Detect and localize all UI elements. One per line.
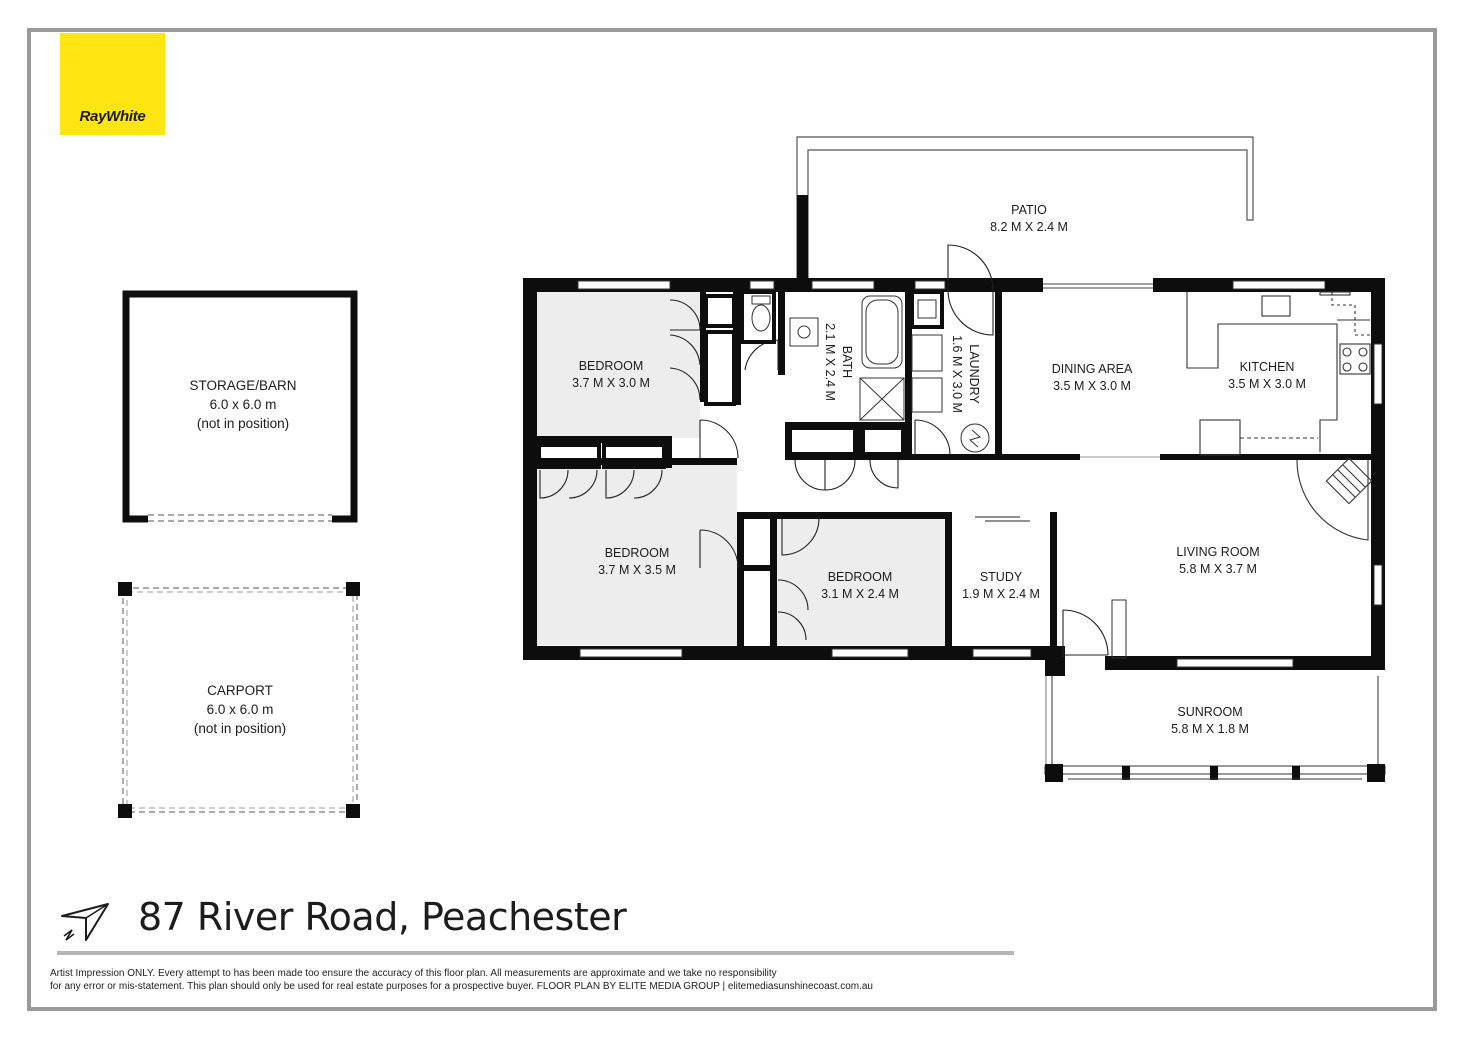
room-name-bedroom2: BEDROOM — [605, 546, 670, 560]
sunroom-structure — [1044, 676, 1386, 782]
title-underline — [57, 951, 1014, 955]
room-size-bath: 2.1 M X 2.4 M — [823, 323, 837, 401]
kitchen-fixtures — [1186, 291, 1371, 456]
room-size-sunroom: 5.8 M X 1.8 M — [1171, 722, 1249, 736]
room-size-dining: 3.5 M X 3.0 M — [1053, 379, 1131, 393]
room-size-carport: 6.0 x 6.0 m — [207, 702, 274, 717]
room-size-laundry: 1.6 M X 3.0 M — [950, 335, 964, 413]
north-arrow-icon — [61, 903, 109, 941]
disclaimer: Artist Impression ONLY. Every attempt to… — [50, 968, 980, 993]
room-name-bedroom1: BEDROOM — [579, 359, 644, 373]
doors — [539, 244, 1109, 657]
windows — [577, 280, 1383, 668]
room-name-living: LIVING ROOM — [1176, 545, 1259, 559]
shaded-floors — [537, 290, 945, 645]
fireplace — [1296, 457, 1373, 541]
room-name-patio: PATIO — [1011, 203, 1047, 217]
room-name-study: STUDY — [980, 570, 1023, 584]
room-name-storage: STORAGE/BARN — [189, 378, 296, 393]
carport-outline — [118, 582, 360, 818]
living-partition — [1111, 599, 1127, 659]
room-size-bedroom3: 3.1 M X 2.4 M — [821, 587, 899, 601]
room-name-sunroom: SUNROOM — [1177, 705, 1242, 719]
house-walls — [523, 278, 1385, 676]
room-size-bedroom1: 3.7 M X 3.0 M — [572, 376, 650, 390]
room-size-living: 5.8 M X 3.7 M — [1179, 562, 1257, 576]
room-name-kitchen: KITCHEN — [1240, 360, 1295, 374]
property-address: 87 River Road, Peachester — [138, 895, 627, 939]
room-name-dining: DINING AREA — [1052, 362, 1133, 376]
room-labels: PATIO 8.2 M X 2.4 M BEDROOM 3.7 M X 3.0 … — [189, 203, 1305, 736]
bath-fixtures — [751, 295, 990, 453]
patio-wall-post — [797, 195, 808, 285]
room-size-kitchen: 3.5 M X 3.0 M — [1228, 377, 1306, 391]
room-name-bedroom3: BEDROOM — [828, 570, 893, 584]
room-note-storage: (not in position) — [197, 416, 289, 431]
room-name-carport: CARPORT — [207, 683, 273, 698]
room-name-bath: BATH — [840, 346, 854, 378]
room-size-patio: 8.2 M X 2.4 M — [990, 220, 1068, 234]
room-size-storage: 6.0 x 6.0 m — [210, 397, 277, 412]
page-frame — [27, 28, 1437, 1011]
disclaimer-line-2: for any error or mis-statement. This pla… — [50, 980, 873, 992]
storage-barn-outline — [122, 290, 358, 524]
room-size-bedroom2: 3.7 M X 3.5 M — [598, 563, 676, 577]
room-name-laundry: LAUNDRY — [967, 344, 981, 404]
brand-logo-text: RayWhite — [79, 108, 146, 125]
room-size-study: 1.9 M X 2.4 M — [962, 587, 1040, 601]
patio-outline — [796, 136, 1254, 280]
built-ins — [537, 290, 944, 469]
disclaimer-line-1: Artist Impression ONLY. Every attempt to… — [50, 968, 777, 979]
room-note-carport: (not in position) — [194, 721, 286, 736]
brand-logo: RayWhite — [60, 33, 165, 135]
